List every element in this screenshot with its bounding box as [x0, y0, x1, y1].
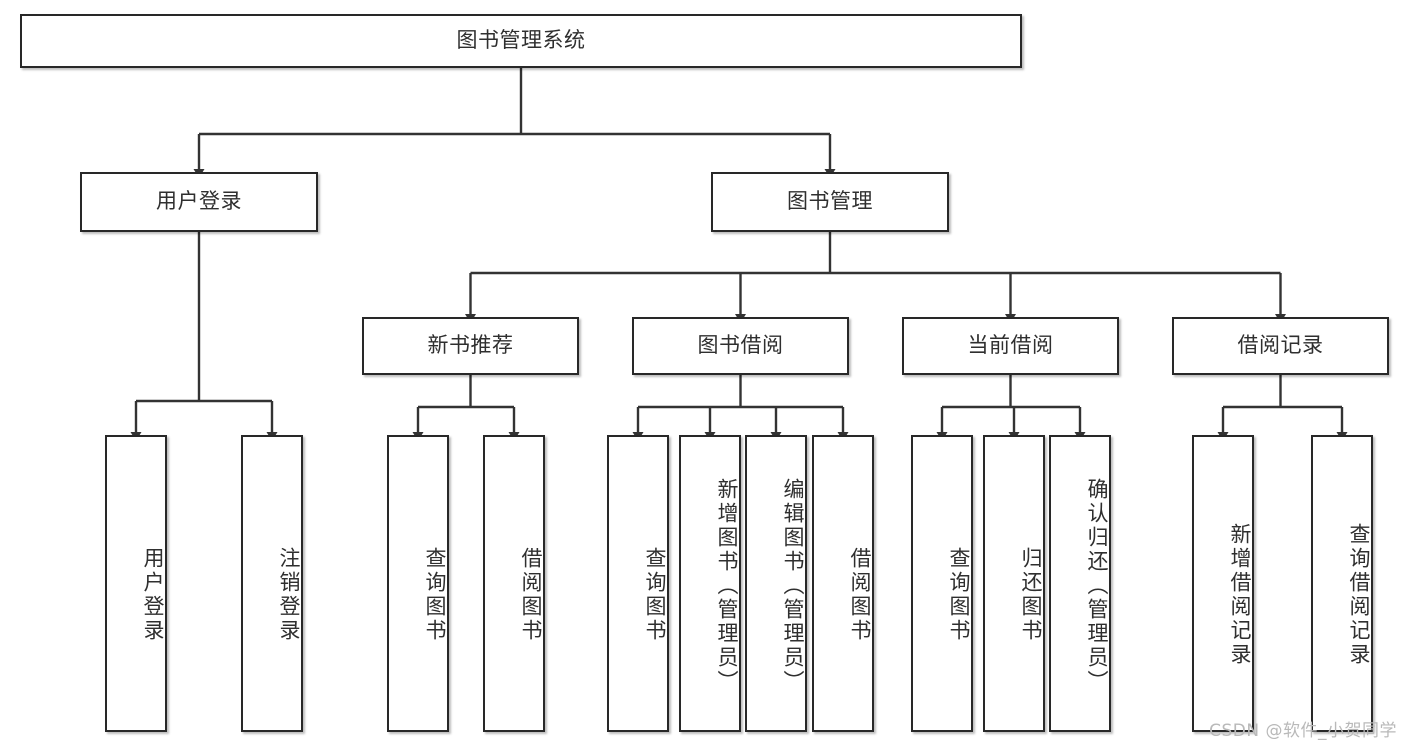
node-l-bb-add[interactable]: 新增图书（管理员）: [679, 435, 741, 732]
node-label: 查询借阅记录: [1347, 522, 1371, 667]
node-label: 借阅记录: [1237, 333, 1324, 358]
node-l-rc-add[interactable]: 新增借阅记录: [1192, 435, 1254, 732]
node-label: 新增图书（管理员）: [715, 477, 739, 694]
node-root[interactable]: 图书管理系统: [20, 14, 1022, 68]
node-label: 查询图书: [643, 546, 667, 643]
node-label: 借阅图书: [519, 546, 543, 643]
node-label: 图书借阅: [697, 333, 784, 358]
node-label: 注销登录: [277, 546, 301, 643]
node-label: 图书管理: [787, 189, 873, 214]
node-n-newbook[interactable]: 新书推荐: [362, 317, 579, 375]
node-label: 查询图书: [947, 546, 971, 643]
node-l-bb-lend[interactable]: 借阅图书: [812, 435, 874, 732]
node-l-bb-query[interactable]: 查询图书: [607, 435, 669, 732]
node-label: 用户登录: [141, 546, 165, 643]
node-n-record[interactable]: 借阅记录: [1172, 317, 1389, 375]
node-l-cb-confirm[interactable]: 确认归还（管理员）: [1049, 435, 1111, 732]
node-label: 借阅图书: [848, 546, 872, 643]
node-label: 归还图书: [1019, 546, 1043, 643]
node-l-bb-edit[interactable]: 编辑图书（管理员）: [745, 435, 807, 732]
node-label: 新书推荐: [427, 333, 514, 358]
node-label: 查询图书: [423, 546, 447, 643]
node-n-borrow[interactable]: 图书借阅: [632, 317, 849, 375]
node-l-rc-query[interactable]: 查询借阅记录: [1311, 435, 1373, 732]
node-label: 新增借阅记录: [1228, 522, 1252, 667]
node-label: 编辑图书（管理员）: [781, 477, 805, 694]
node-label: 当前借阅: [967, 333, 1054, 358]
node-n-current[interactable]: 当前借阅: [902, 317, 1119, 375]
node-label: 图书管理系统: [456, 28, 586, 53]
node-l-cb-return[interactable]: 归还图书: [983, 435, 1045, 732]
node-label: 用户登录: [156, 189, 242, 214]
node-l-cb-query[interactable]: 查询图书: [911, 435, 973, 732]
watermark-text: CSDN @软件_小贺同学: [1209, 721, 1397, 741]
node-l-logout[interactable]: 注销登录: [241, 435, 303, 732]
node-n-login[interactable]: 用户登录: [80, 172, 318, 232]
node-l-nb-query[interactable]: 查询图书: [387, 435, 449, 732]
node-n-bookmgmt[interactable]: 图书管理: [711, 172, 949, 232]
node-l-nb-borrow[interactable]: 借阅图书: [483, 435, 545, 732]
node-l-userlogin[interactable]: 用户登录: [105, 435, 167, 732]
node-label: 确认归还（管理员）: [1085, 477, 1109, 694]
